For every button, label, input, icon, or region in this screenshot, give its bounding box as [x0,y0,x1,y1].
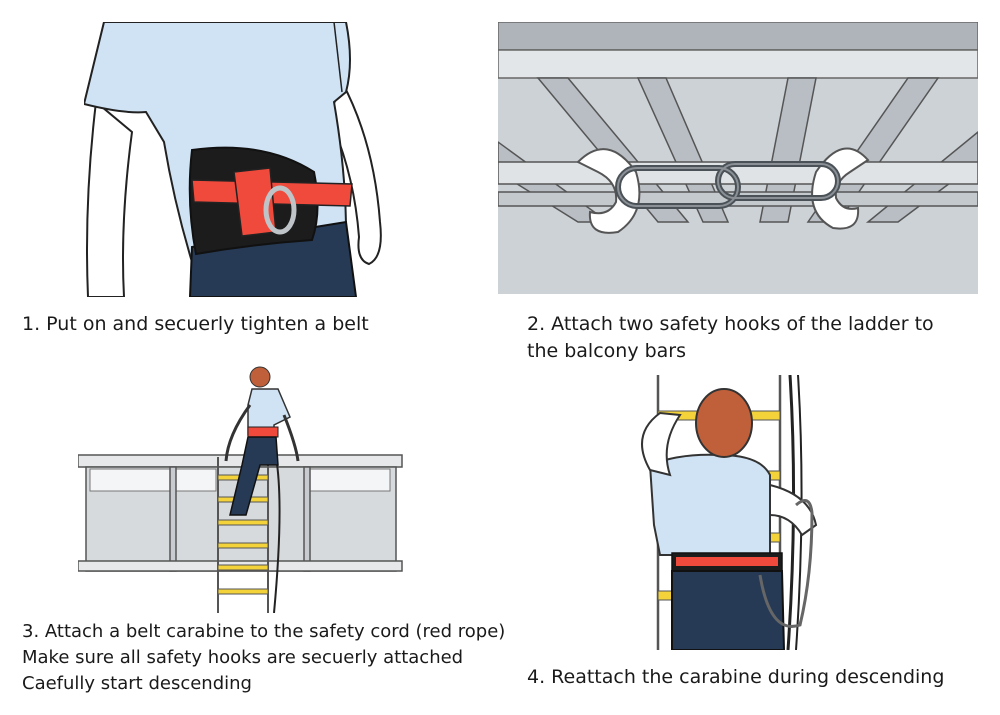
step-1-line-1: 1. Put on and secuerly tighten a belt [22,313,369,335]
step-2-line-1: 2. Attach two safety hooks of the ladder… [527,313,934,335]
step-4-caption: 4. Reattach the carabine during descendi… [527,664,944,691]
step-1-caption: 1. Put on and secuerly tighten a belt [22,311,369,338]
hooks-illustration [497,21,979,294]
reattach-illustration [620,374,850,651]
step-2-caption: 2. Attach two safety hooks of the ladder… [527,311,934,365]
descending-illustration [77,365,404,614]
step-3-line-3: Caefully start descending [22,673,252,694]
step-3-caption: 3. Attach a belt carabine to the safety … [22,619,505,697]
step-3-line-1: 3. Attach a belt carabine to the safety … [22,621,506,642]
step-4-line-1: 4. Reattach the carabine during descendi… [527,666,945,688]
step-2-line-2: the balcony bars [527,340,687,362]
belt-illustration [82,21,400,298]
step-3-line-2: Make sure all safety hooks are secuerly … [22,647,464,668]
